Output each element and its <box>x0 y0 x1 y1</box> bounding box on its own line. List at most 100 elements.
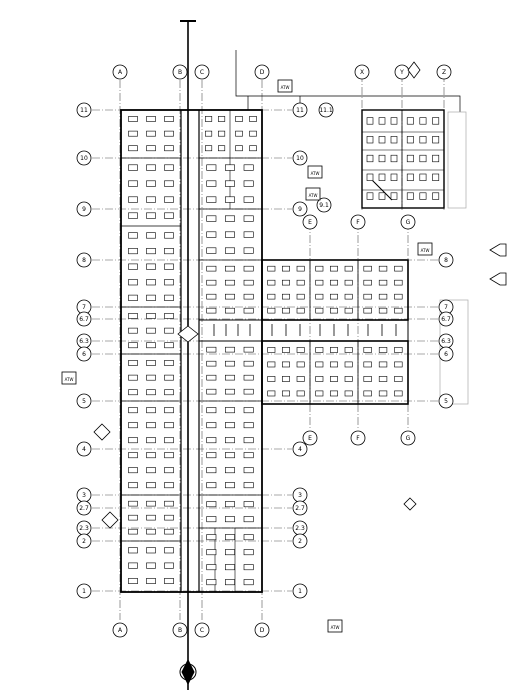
west-wing <box>120 109 263 593</box>
elevation-marker-icon: ATW <box>61 371 77 385</box>
fixture <box>128 437 138 444</box>
grid-label: F <box>356 219 360 226</box>
fixture <box>225 164 235 171</box>
grid-label: X <box>360 69 364 76</box>
grid-bubble-icon: 6 <box>438 346 454 362</box>
fixture <box>206 579 217 586</box>
fixture <box>249 145 257 152</box>
elevation-marker-icon: ATW <box>417 242 433 256</box>
fixture <box>146 389 156 396</box>
grid-label: 2.7 <box>79 505 89 512</box>
fixture <box>164 279 174 286</box>
fixture <box>243 407 254 414</box>
fixture <box>363 376 372 382</box>
fixture <box>225 579 235 586</box>
grid-bubble-icon: A <box>112 622 128 638</box>
grid-label: D <box>260 69 265 76</box>
fixture <box>419 136 427 144</box>
grid-label: 9 <box>298 206 302 213</box>
grid-label: B <box>178 627 182 634</box>
fixture <box>206 501 217 508</box>
fixture <box>329 307 338 314</box>
fixture <box>164 360 174 366</box>
fixture <box>128 562 138 569</box>
fixture <box>243 501 254 508</box>
fixture <box>406 154 414 163</box>
fixture <box>164 130 174 137</box>
fixture <box>225 467 235 474</box>
fixture <box>296 279 305 286</box>
fixture <box>243 516 254 523</box>
fixture <box>128 422 138 429</box>
grid-label: A <box>118 627 123 634</box>
fixture <box>146 437 156 444</box>
fixture <box>394 376 403 382</box>
fixture <box>363 347 372 353</box>
fixture <box>249 116 257 122</box>
fixture <box>146 164 156 171</box>
fixture <box>243 346 254 353</box>
grid-bubble-icon: 2.3 <box>292 520 308 536</box>
fixture <box>146 130 156 137</box>
fixture <box>243 215 254 222</box>
fixture <box>296 390 305 397</box>
fixture <box>296 307 305 314</box>
svg-text:ATW: ATW <box>311 171 320 176</box>
fixture <box>206 293 217 300</box>
fixture <box>281 347 290 353</box>
fixture <box>344 279 353 286</box>
fixture <box>344 390 353 397</box>
grid-bubble-icon: D <box>254 622 270 638</box>
fixture <box>315 279 324 286</box>
fixture <box>164 180 174 187</box>
grid-label: 1 <box>298 588 302 595</box>
fixture <box>206 196 217 203</box>
fixture <box>329 347 338 353</box>
fixture <box>146 279 156 286</box>
grid-bubble-icon: F <box>350 430 366 446</box>
fixture <box>164 389 174 396</box>
grid-label: 7 <box>444 304 448 311</box>
grid-label: Y <box>399 69 404 76</box>
fixture <box>344 307 353 314</box>
fixture <box>267 279 276 286</box>
fixture <box>225 293 235 300</box>
fixture <box>366 117 374 125</box>
fixture <box>394 347 403 353</box>
fixture <box>164 528 174 535</box>
fixture <box>394 293 403 300</box>
fixture <box>235 116 243 122</box>
grid-bubble-icon: X <box>354 64 370 80</box>
fixture <box>206 265 217 272</box>
fixture <box>366 136 374 144</box>
fixture <box>128 528 138 535</box>
fixture <box>267 376 276 382</box>
grid-bubble-icon: 6.7 <box>76 311 92 327</box>
grid-label: 10 <box>80 155 88 162</box>
grid-bubble-icon: 6.3 <box>438 333 454 349</box>
fixture <box>390 117 398 125</box>
grid-bubble-icon: C <box>194 622 210 638</box>
grid-label: G <box>406 435 411 442</box>
fixture <box>432 117 440 125</box>
fixture <box>146 313 156 319</box>
fixture <box>378 390 388 397</box>
section-marker-icon <box>101 511 119 529</box>
fixture <box>243 196 254 203</box>
fixture <box>315 307 324 314</box>
fixture <box>218 145 226 152</box>
fixture <box>390 154 398 163</box>
fixture <box>296 265 305 272</box>
fixture <box>329 265 338 272</box>
fixture <box>206 467 217 474</box>
fixture <box>281 279 290 286</box>
fixture <box>128 452 138 459</box>
fixture <box>225 346 235 353</box>
grid-bubble-icon: 1 <box>76 583 92 599</box>
fixture <box>128 577 138 584</box>
fixture <box>206 564 217 571</box>
fixture <box>164 500 174 507</box>
grid-bubble-icon: Y <box>394 64 410 80</box>
fixture <box>206 164 217 171</box>
